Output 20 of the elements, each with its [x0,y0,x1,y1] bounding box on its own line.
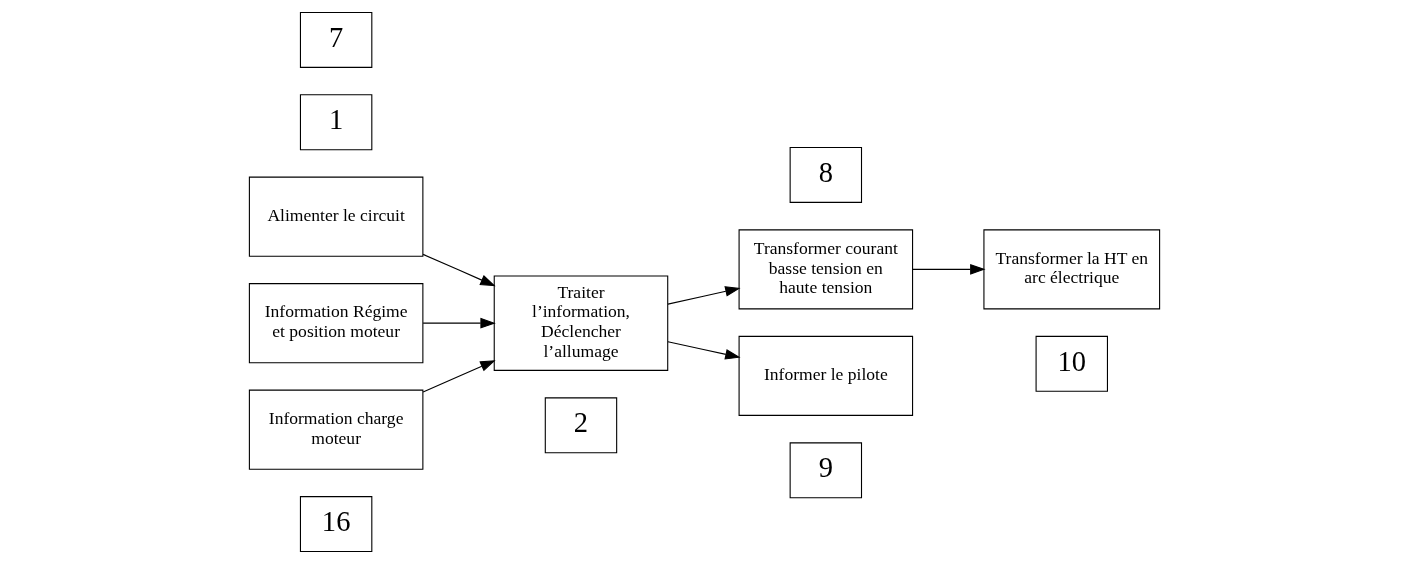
arrow [912,264,986,275]
node-box: 10 [1035,335,1108,392]
node-box: 1 [299,94,373,151]
arrow [422,360,496,393]
node-box: Traiter l’information, Déclencher l’allumage [493,275,669,371]
node-box: Informer le pilote [738,335,914,416]
node-box: 8 [789,146,863,203]
arrow [667,341,741,360]
node-box: 7 [299,11,373,68]
node-box: Alimenter le circuit [248,176,424,257]
node-box: Transformer courant basse tension en haute tension [738,229,914,310]
node-box: 2 [544,397,618,454]
node-box: Transformer la HT en arc électrique [983,229,1161,310]
node-box: 9 [789,442,863,499]
node-box: Information charge moteur [248,389,424,470]
arrow [667,286,741,305]
node-box: Information Régime et position moteur [248,283,424,364]
arrow [422,317,496,329]
arrow [422,253,496,287]
node-box: 16 [299,496,373,553]
